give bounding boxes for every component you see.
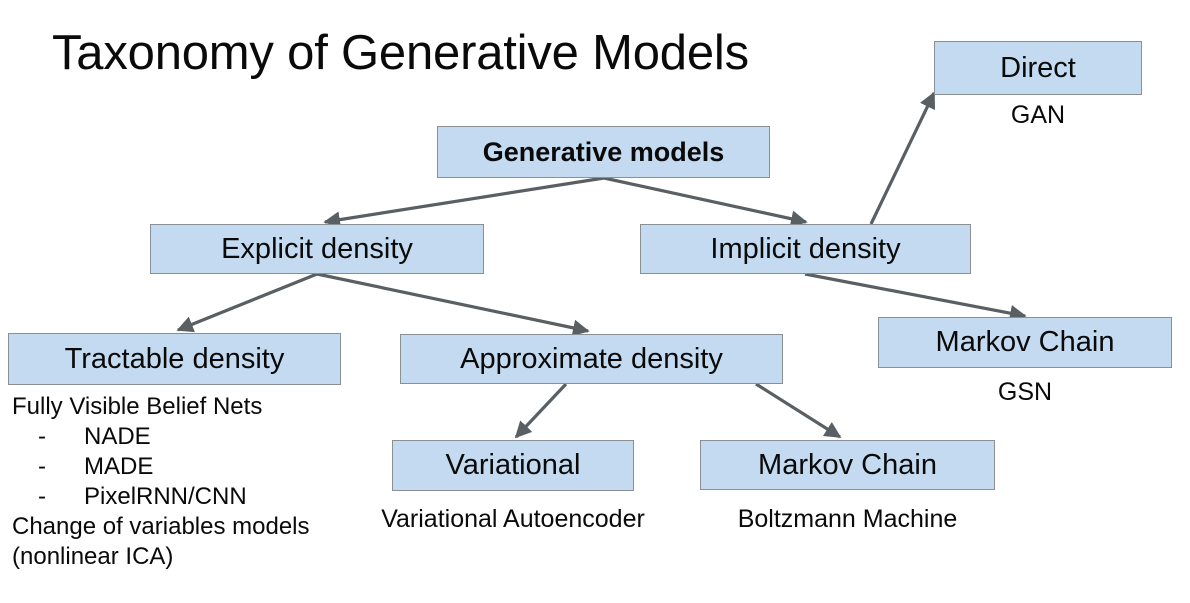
node-tractable-density-label: Tractable density bbox=[64, 342, 285, 375]
tractable-tail-line-2: (nonlinear ICA) bbox=[12, 543, 174, 570]
node-generative-models-label: Generative models bbox=[482, 136, 725, 167]
edge-explicit-to-approximate bbox=[316, 272, 590, 337]
node-implicit-density[interactable]: Implicit density bbox=[640, 224, 971, 274]
bullet-marker: - bbox=[38, 423, 46, 450]
bullet-marker: - bbox=[38, 453, 46, 480]
list-item-label: NADE bbox=[84, 423, 151, 450]
node-explicit-density[interactable]: Explicit density bbox=[150, 224, 484, 274]
caption-variational-autoencoder: Variational Autoencoder bbox=[381, 505, 645, 533]
node-markov-chain-boltzmann[interactable]: Markov Chain bbox=[700, 440, 995, 490]
node-markov-chain-gsn-label: Markov Chain bbox=[935, 326, 1115, 358]
node-explicit-density-label: Explicit density bbox=[221, 232, 413, 265]
node-approximate-density[interactable]: Approximate density bbox=[400, 334, 783, 384]
node-variational[interactable]: Variational bbox=[392, 440, 634, 491]
tractable-density-examples: Fully Visible Belief Nets - NADE - MADE … bbox=[12, 392, 412, 572]
caption-gan: GAN bbox=[1010, 101, 1066, 129]
node-markov-chain-gsn[interactable]: Markov Chain bbox=[878, 317, 1172, 368]
node-markov-chain-boltzmann-label: Markov Chain bbox=[758, 448, 937, 481]
bullet-marker: - bbox=[38, 483, 46, 510]
node-implicit-density-label: Implicit density bbox=[710, 232, 901, 265]
edge-implicit-to-direct bbox=[869, 91, 936, 225]
tractable-bullet-list: - NADE - MADE - PixelRNN/CNN bbox=[12, 422, 412, 512]
edge-explicit-to-tractable bbox=[176, 272, 318, 333]
node-direct-label: Direct bbox=[1000, 51, 1076, 84]
node-variational-label: Variational bbox=[445, 449, 581, 481]
edge-approximate-to-variational bbox=[514, 382, 568, 439]
edge-root-to-explicit bbox=[323, 176, 605, 228]
list-item: - NADE bbox=[12, 422, 412, 452]
caption-gsn: GSN bbox=[997, 378, 1053, 406]
list-item-label: MADE bbox=[84, 453, 154, 480]
caption-boltzmann-machine: Boltzmann Machine bbox=[737, 505, 958, 533]
edge-implicit-to-markov-right bbox=[804, 272, 1027, 322]
edge-root-to-implicit bbox=[603, 176, 808, 227]
tractable-lead-text: Fully Visible Belief Nets bbox=[12, 393, 263, 420]
page-title: Taxonomy of Generative Models bbox=[52, 26, 749, 80]
node-direct[interactable]: Direct bbox=[934, 41, 1142, 95]
list-item-label: PixelRNN/CNN bbox=[84, 483, 247, 510]
list-item: - MADE bbox=[12, 452, 412, 482]
tractable-tail-line-1: Change of variables models bbox=[12, 513, 310, 540]
list-item: - PixelRNN/CNN bbox=[12, 482, 412, 512]
node-approximate-density-label: Approximate density bbox=[460, 342, 723, 375]
edge-approximate-to-markov-bottom bbox=[755, 382, 842, 439]
node-tractable-density[interactable]: Tractable density bbox=[8, 333, 341, 385]
node-generative-models[interactable]: Generative models bbox=[437, 126, 770, 178]
